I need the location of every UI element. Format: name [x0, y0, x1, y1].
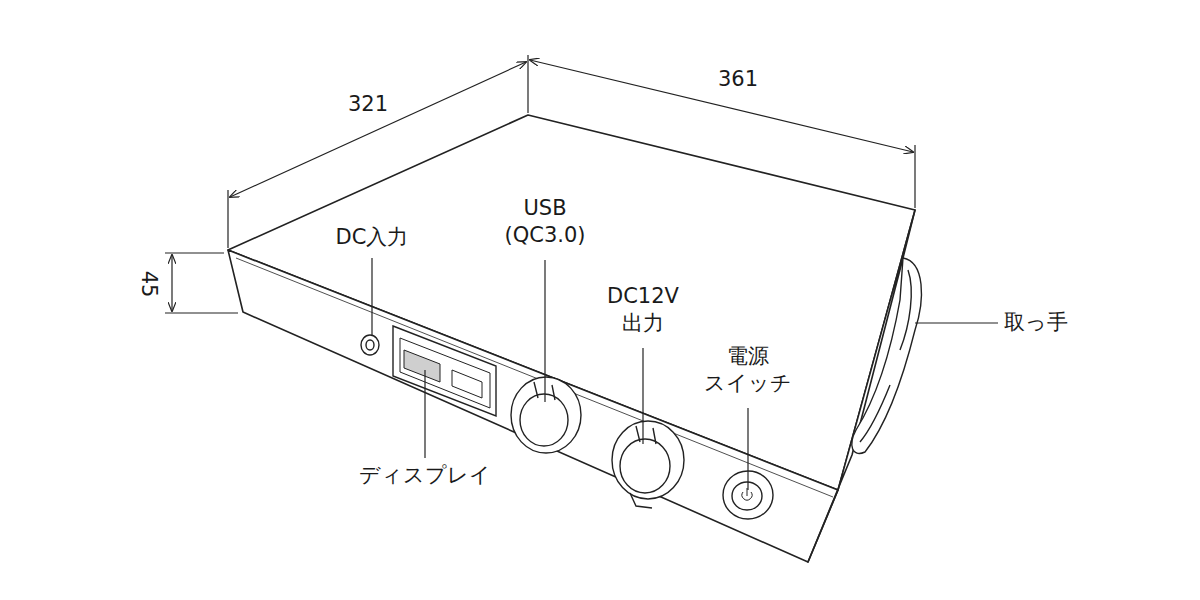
display-screen [400, 338, 490, 408]
dimension-label: 361 [718, 66, 758, 93]
handle-edge [860, 385, 890, 442]
dimension-label: 321 [348, 91, 388, 118]
extension-line [914, 145, 915, 208]
part-label: DC入力 [336, 224, 409, 251]
dc-jack-hole [366, 340, 374, 350]
part-label: DC12V 出力 [607, 283, 679, 338]
dc-jack [361, 335, 379, 355]
extension-line [527, 55, 528, 113]
part-label: 電源 スイッチ [704, 343, 792, 398]
dimension-label: 45 [134, 271, 161, 298]
usb-socket-flange [511, 377, 581, 453]
leader-line [915, 322, 998, 323]
leader-line [544, 260, 545, 402]
usb-socket-cap [520, 394, 568, 446]
dc-cap-hinge [636, 426, 656, 444]
display-bezel [393, 326, 496, 416]
front-face [228, 250, 838, 562]
power-symbol [742, 488, 752, 500]
leader-line [747, 408, 748, 490]
extension-line [227, 190, 228, 248]
dc-socket-cap [620, 439, 670, 493]
extension-line [165, 312, 238, 313]
extension-line [165, 252, 224, 253]
leader-line [371, 258, 372, 336]
dc-socket-flange [612, 421, 684, 499]
part-label: USB (QC3.0) [505, 195, 586, 250]
part-label: ディスプレイ [359, 462, 491, 489]
leader-line [424, 370, 425, 458]
front-bevel [236, 258, 833, 497]
power-switch-button [732, 482, 762, 510]
leader-line [642, 348, 643, 444]
handle-edge [900, 270, 911, 350]
part-label: 取っ手 [1004, 309, 1068, 336]
handle [852, 258, 922, 453]
display-bar [404, 350, 440, 382]
dc-socket-tab [630, 493, 652, 508]
dimension-line [171, 255, 172, 311]
display-digits [452, 370, 482, 398]
